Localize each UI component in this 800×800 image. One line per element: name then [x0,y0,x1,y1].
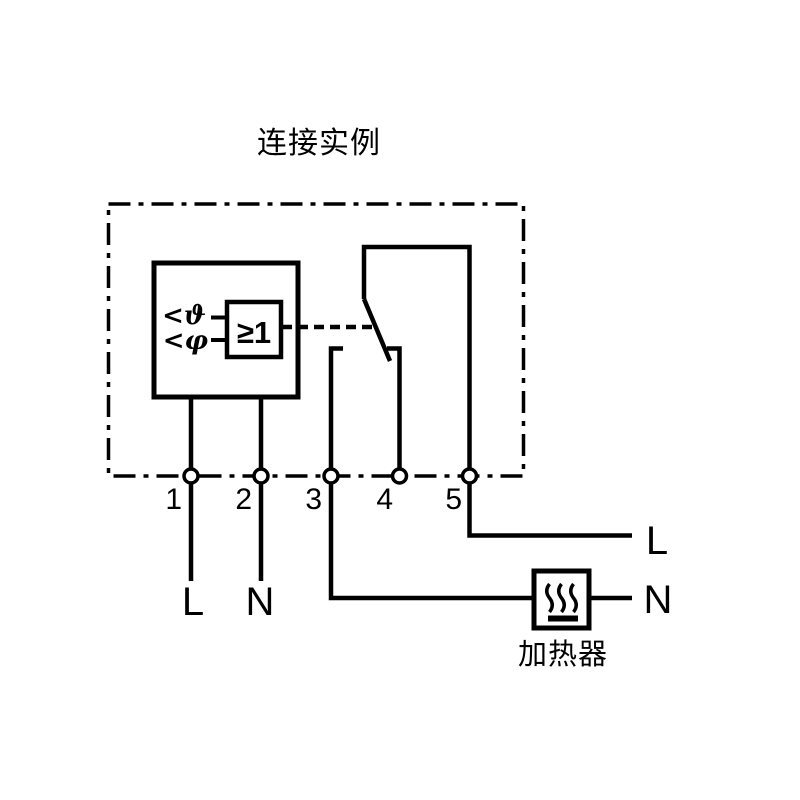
terminal-4-node [390,467,409,485]
or-gate-box [224,299,284,360]
switch-blade [361,298,393,362]
terminal-numbers: 1 2 3 4 5 [165,483,462,516]
terminal-2-number: 2 [235,483,252,516]
terminal-5-node [460,467,479,485]
supply-line-label: L [646,519,668,563]
terminal-3-number: 3 [305,483,322,516]
supply-neutral-label: N [644,578,673,622]
or-gate-label: ≥1 [237,315,271,350]
wire-terminal3-to-heater [328,346,534,601]
heater-caption: 加热器 [518,637,608,671]
terminal2-neutral-label: N [246,580,275,624]
wire-terminal4-contact [387,346,402,476]
heater-symbol [531,568,592,631]
terminal-1-node [182,467,200,485]
terminal-5-number: 5 [445,483,462,516]
terminal-1-number: 1 [165,483,182,516]
terminal-row [182,467,479,485]
terminal1-line-label: L [182,580,204,624]
device-boundary-dashdot-box [106,202,526,478]
heating-element-icon [545,582,578,622]
diagram-title: 连接实例 [257,126,381,161]
terminal-4-number: 4 [376,483,393,516]
wire-terminal5-to-switch-and-supply [361,244,632,538]
temperature-input-label: <ϑ [162,301,206,331]
terminal-3-node [322,467,340,485]
terminal-2-node [252,467,270,485]
humidity-input-label: <φ [163,326,209,356]
